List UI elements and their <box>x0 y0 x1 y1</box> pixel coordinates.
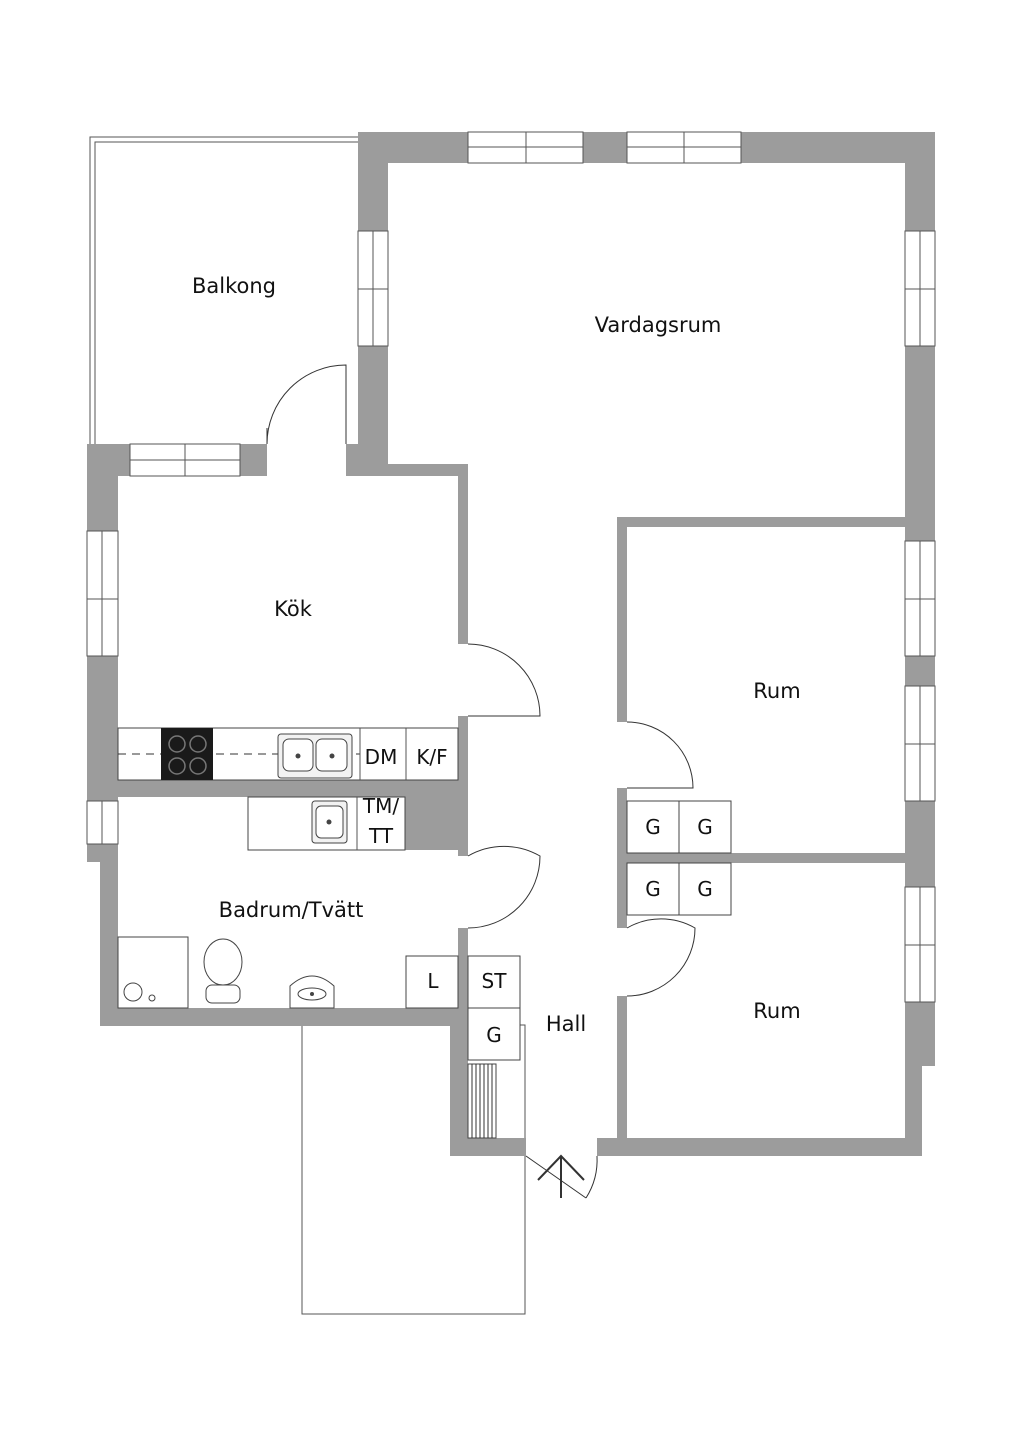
bathroom-fixtures <box>117 936 459 1009</box>
fixture-label-dm: DM <box>365 745 398 769</box>
fixture-label-g-3: G <box>645 877 661 901</box>
bathroom-counter <box>247 796 406 851</box>
radiator-icon <box>467 1063 497 1139</box>
fixture-label-l: L <box>427 969 439 993</box>
room-label-rum-2: Rum <box>753 999 800 1023</box>
washbasin-counter-icon <box>311 800 348 844</box>
balcony-outline <box>89 136 358 444</box>
hall-cabinets <box>467 800 732 1139</box>
fixture-label-tm: TM/ <box>362 794 399 818</box>
fixture-label-g-1: G <box>645 815 661 839</box>
fixture-label-g-4: G <box>697 877 713 901</box>
kitchen-counter <box>117 727 459 781</box>
room-label-badrum: Badrum/Tvätt <box>219 898 364 922</box>
fixture-label-tt: TT <box>368 824 394 848</box>
fixture-label-kf: K/F <box>416 745 447 769</box>
fixture-label-g-hall: G <box>486 1023 502 1047</box>
washbasin-icon <box>289 975 335 1009</box>
windows <box>86 131 936 1003</box>
room-label-kok: Kök <box>274 597 313 621</box>
kitchen-sink-icon <box>277 733 353 779</box>
doors <box>266 364 696 1199</box>
shower-icon <box>117 936 189 1009</box>
room-label-hall: Hall <box>546 1012 586 1036</box>
room-label-balkong: Balkong <box>192 274 276 298</box>
stove-icon <box>161 728 213 780</box>
fixture-label-g-2: G <box>697 815 713 839</box>
room-label-rum-1: Rum <box>753 679 800 703</box>
walls <box>87 132 935 1156</box>
fixture-label-st: ST <box>482 969 508 993</box>
toilet-icon <box>203 938 243 1004</box>
room-label-vardagsrum: Vardagsrum <box>595 313 722 337</box>
